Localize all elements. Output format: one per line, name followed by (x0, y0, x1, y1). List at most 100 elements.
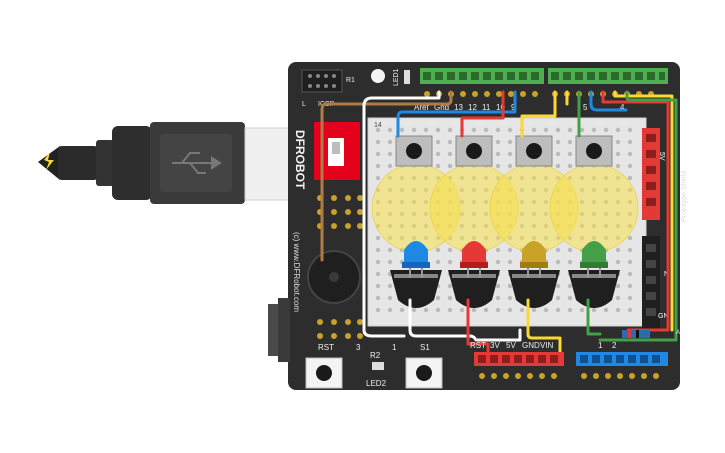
icsp-header (301, 69, 343, 93)
proto-hole (567, 163, 573, 169)
led-blue (402, 241, 430, 278)
proto-hole (507, 151, 513, 157)
usb-icon (172, 152, 222, 174)
label-gnd: Gnd (434, 103, 449, 112)
proto-hole (435, 247, 441, 253)
proto-hole (555, 163, 561, 169)
proto-push-button-1[interactable] (395, 135, 433, 167)
proto-hole (615, 163, 621, 169)
proto-hole (387, 151, 393, 157)
wire-red-2 (601, 90, 670, 332)
proto-hole (627, 247, 633, 253)
wire-blue-1 (396, 90, 517, 138)
proto-hole (567, 127, 573, 133)
proto-hole (603, 127, 609, 133)
proto-hole (615, 307, 621, 313)
wire-brown (320, 90, 453, 262)
proto-hole (555, 307, 561, 313)
proto-hole (375, 151, 381, 157)
label-pin-4: 4 (620, 103, 625, 112)
proto-hole (507, 127, 513, 133)
label-pin-14: 14 (374, 122, 382, 129)
proto-hole (447, 151, 453, 157)
proto-hole (507, 139, 513, 145)
label-5v: 5V (506, 341, 516, 350)
proto-push-button-4[interactable] (575, 135, 613, 167)
label-r2: R2 (370, 351, 381, 360)
proto-hole (627, 235, 633, 241)
proto-hole (495, 247, 501, 253)
proto-hole (435, 139, 441, 145)
proto-hole (591, 307, 597, 313)
proto-hole (447, 127, 453, 133)
proto-hole (579, 127, 585, 133)
led-red (460, 241, 488, 278)
label-a1: 1 (598, 341, 603, 350)
label-side-5v: 5V (658, 152, 665, 161)
proto-hole (495, 307, 501, 313)
proto-hole (531, 307, 537, 313)
proto-hole (495, 151, 501, 157)
shield-name: Prototype Shield (681, 171, 688, 222)
proto-hole (375, 271, 381, 277)
proto-hole (555, 127, 561, 133)
proto-hole (627, 283, 633, 289)
label-led2: LED2 (366, 379, 387, 388)
proto-hole (543, 307, 549, 313)
proto-hole (507, 163, 513, 169)
proto-hole (447, 139, 453, 145)
label-side-gn: GN (658, 313, 669, 320)
power-header (474, 352, 564, 379)
usb-cable (38, 122, 294, 204)
proto-hole (555, 247, 561, 253)
proto-hole (495, 163, 501, 169)
proto-hole (471, 307, 477, 313)
proto-hole (603, 307, 609, 313)
proto-hole (615, 259, 621, 265)
led-socket-4 (568, 270, 620, 308)
proto-hole (627, 127, 633, 133)
analog-header (576, 352, 668, 379)
proto-hole (627, 175, 633, 181)
proto-hole (555, 283, 561, 289)
wire-green-bottom (586, 298, 602, 336)
label-led1: LED1 (393, 68, 400, 86)
proto-hole (627, 139, 633, 145)
copyright-label: (c) www.DFRobot.com (292, 232, 301, 312)
proto-hole (495, 295, 501, 301)
proto-hole (507, 295, 513, 301)
label-rst: RST (318, 343, 334, 352)
proto-hole (567, 295, 573, 301)
proto-hole (507, 307, 513, 313)
reset-button[interactable] (305, 357, 343, 389)
proto-hole (435, 295, 441, 301)
proto-hole (435, 259, 441, 265)
proto-hole (375, 175, 381, 181)
label-3v: 3V (490, 341, 500, 350)
proto-push-button-2[interactable] (455, 135, 493, 167)
proto-hole (567, 307, 573, 313)
proto-hole (375, 283, 381, 289)
label-aref: Aref (414, 103, 429, 112)
proto-hole (447, 247, 453, 253)
label-pin-5: 5 (583, 103, 588, 112)
label-vin: VIN (540, 341, 554, 350)
proto-hole (555, 295, 561, 301)
proto-hole (375, 247, 381, 253)
proto-hole (495, 139, 501, 145)
led-socket-1 (390, 270, 442, 308)
proto-hole (531, 127, 537, 133)
proto-push-button-3[interactable] (515, 135, 553, 167)
wire-white-top (362, 90, 441, 338)
proto-hole (615, 283, 621, 289)
wire-yellow-3 (613, 90, 674, 332)
proto-hole (507, 283, 513, 289)
wire-green-2 (598, 90, 678, 342)
s1-button[interactable] (405, 357, 443, 389)
proto-hole (387, 127, 393, 133)
label-pin-10: 10 (496, 103, 505, 112)
wire-blue-2 (589, 90, 628, 112)
proto-hole (555, 151, 561, 157)
proto-hole (423, 127, 429, 133)
